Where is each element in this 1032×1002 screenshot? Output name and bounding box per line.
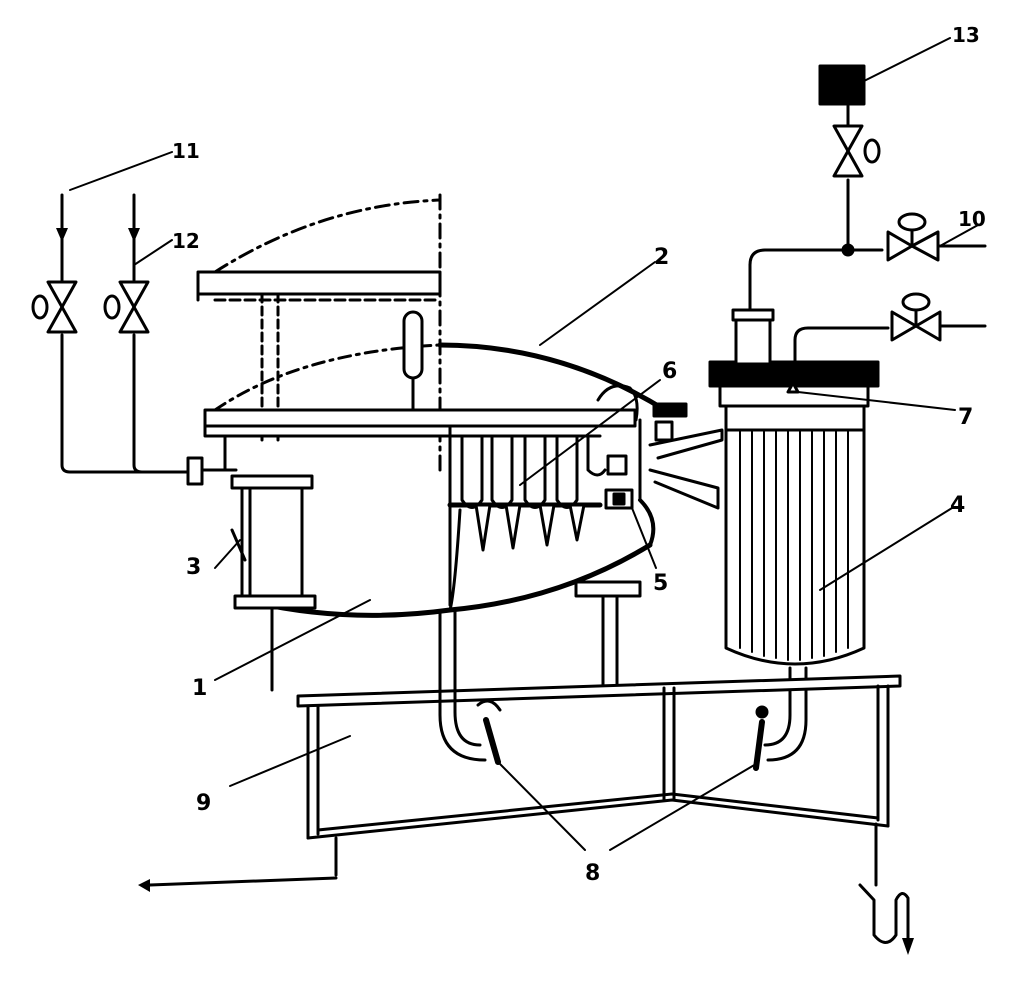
callout-1: 1: [192, 676, 207, 701]
callout-labels: 1 2 3 4 5 6 7 8 9 10 11 12 13: [172, 23, 986, 886]
leader-lines: [69, 37, 979, 851]
top-right-piping: [748, 178, 987, 364]
callout-2: 2: [654, 245, 669, 270]
filter-13: [818, 64, 866, 106]
collecting-tank: [138, 674, 914, 955]
valve-vent: [890, 292, 942, 342]
callout-12: 12: [172, 229, 200, 253]
callout-4: 4: [950, 493, 965, 518]
valve-12: [103, 280, 150, 334]
callout-11: 11: [172, 139, 200, 163]
callout-8: 8: [585, 861, 600, 886]
seal-assembly: [604, 420, 674, 510]
vessel-support: [574, 580, 642, 687]
callout-7: 7: [958, 405, 973, 430]
vapour-ducts: [648, 428, 724, 510]
valve-10: [886, 212, 940, 262]
callout-10: 10: [958, 207, 986, 231]
callout-9: 9: [196, 791, 211, 816]
drain-bend-left: [438, 658, 502, 765]
valve-13: [832, 104, 881, 178]
drain-bend-right: [753, 688, 808, 771]
inlet-lines: [56, 193, 238, 486]
valve-11: [31, 280, 78, 334]
callout-13: 13: [952, 23, 980, 47]
callout-3: 3: [186, 555, 201, 580]
heating-tubes: [447, 434, 607, 552]
callout-6: 6: [662, 359, 677, 384]
main-vessel: [203, 310, 688, 662]
condenser: [708, 308, 880, 692]
side-filter: [230, 474, 317, 692]
callout-5: 5: [653, 571, 668, 596]
